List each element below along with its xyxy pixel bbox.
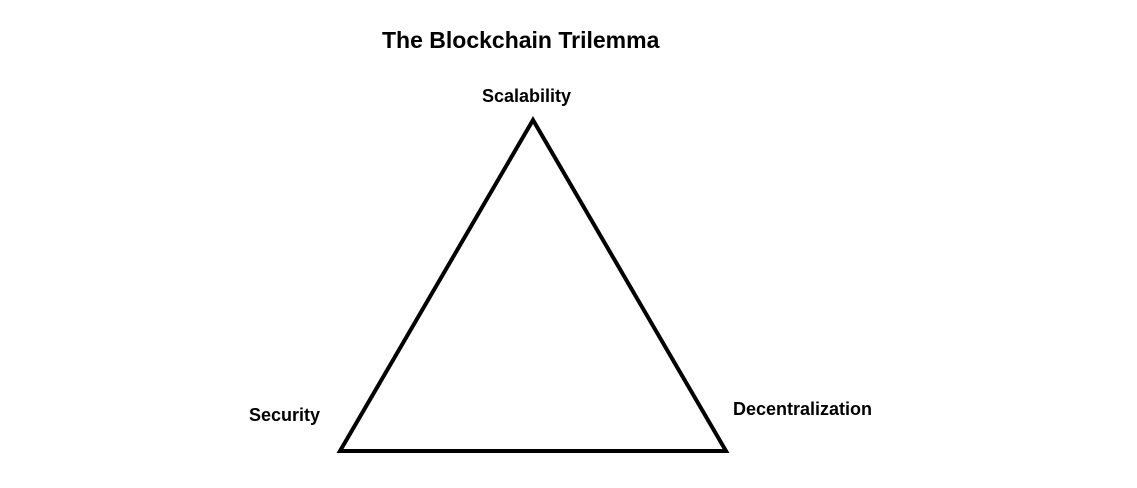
trilemma-triangle: [336, 116, 730, 453]
vertex-label-decentralization: Decentralization: [733, 399, 873, 419]
diagram-title: The Blockchain Trilemma: [382, 27, 660, 53]
vertex-label-scalability: Scalability: [482, 86, 572, 106]
vertex-label-security: Security: [249, 405, 321, 425]
